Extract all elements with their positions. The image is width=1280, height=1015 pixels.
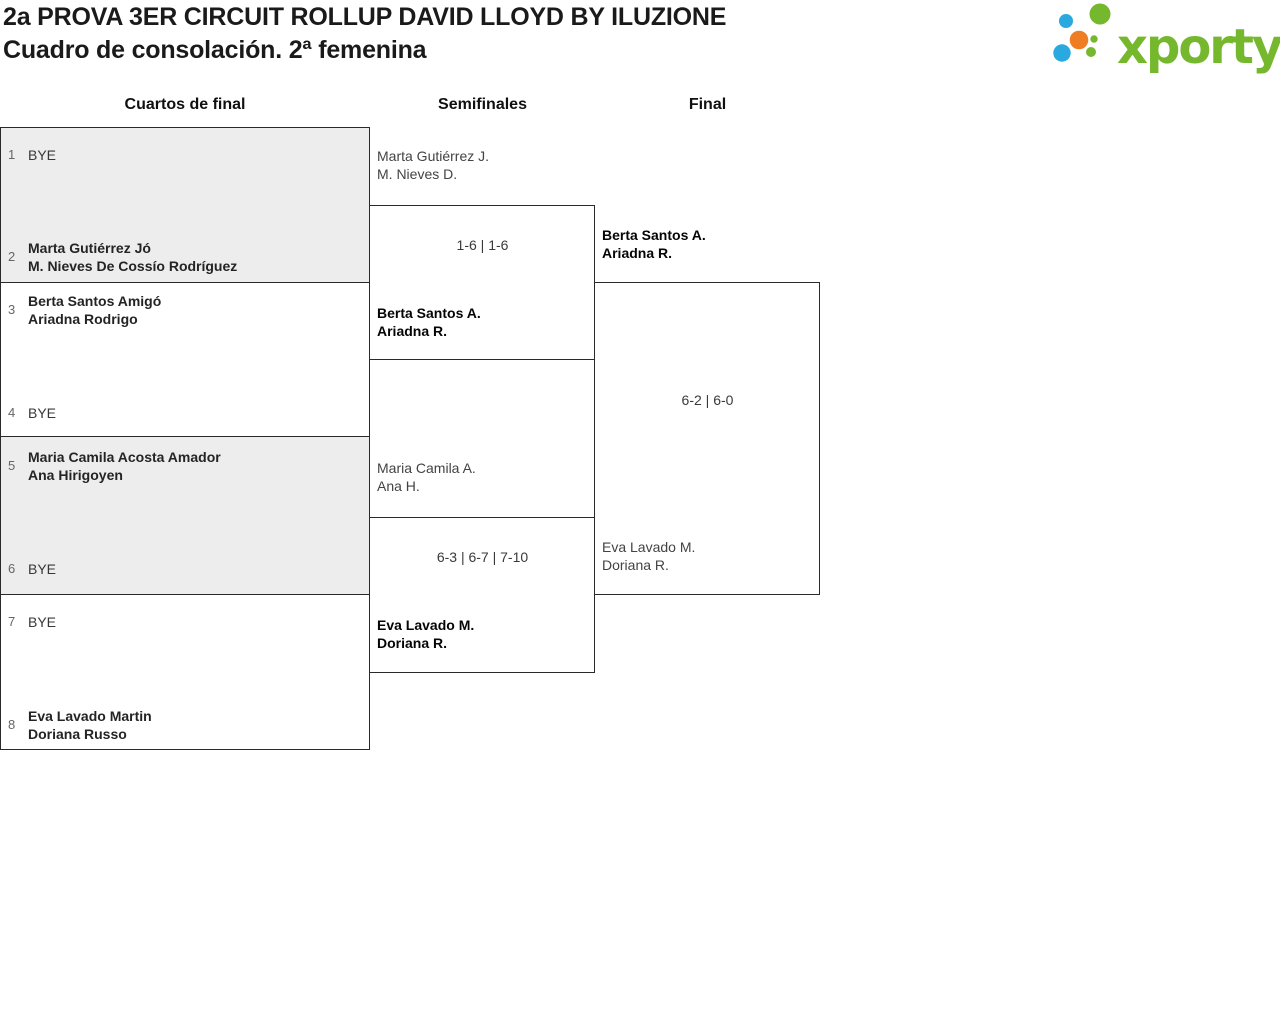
- final-score: 6-2 | 6-0: [681, 392, 734, 408]
- player-name: Berta Santos A.: [602, 227, 706, 243]
- seed-3: 3: [8, 302, 16, 317]
- player-name: Berta Santos A.: [377, 305, 481, 321]
- round-header-semifinals: Semifinales: [438, 96, 527, 113]
- sf2-team-top: Maria Camila A. Ana H.: [377, 459, 476, 495]
- sf2-score: 6-3 | 6-7 | 7-10: [436, 549, 529, 565]
- player-name: Eva Lavado M.: [602, 539, 696, 555]
- final-team-bottom: Eva Lavado M. Doriana R.: [602, 538, 695, 574]
- qf1-team-top: BYE: [28, 147, 57, 163]
- player-name: Maria Camila A.: [377, 460, 476, 476]
- match-box-qf1: [0, 127, 370, 283]
- logo-text: xporty: [1117, 19, 1280, 75]
- page-title: 2a PROVA 3ER CIRCUIT ROLLUP DAVID LLOYD …: [3, 1, 726, 67]
- match-box-sf2: [369, 517, 595, 673]
- sf2-team-bottom-winner: Eva Lavado M. Doriana R.: [377, 616, 474, 652]
- sf1-score: 1-6 | 1-6: [456, 237, 509, 253]
- player-name: Doriana R.: [377, 635, 448, 651]
- seed-5: 5: [8, 458, 16, 473]
- qf3-team-top: Maria Camila Acosta Amador Ana Hirigoyen: [28, 448, 221, 484]
- player-name: Ana H.: [377, 478, 420, 494]
- player-name: Eva Lavado M.: [377, 617, 475, 633]
- player-name: Marta Gutiérrez Jó: [28, 240, 151, 256]
- logo-dot-orange: [1069, 30, 1089, 50]
- player-name: Doriana Russo: [28, 726, 127, 742]
- player-name: Berta Santos Amigó: [28, 293, 162, 309]
- qf2-team-bottom: BYE: [28, 405, 57, 421]
- seed-7: 7: [8, 614, 16, 629]
- player-name: M. Nieves De Cossío Rodríguez: [28, 258, 238, 274]
- player-name: Marta Gutiérrez J.: [377, 148, 490, 164]
- qf4-team-bottom: Eva Lavado Martin Doriana Russo: [28, 707, 152, 743]
- sf1-team-bottom-winner: Berta Santos A. Ariadna R.: [377, 304, 481, 340]
- logo-dot-blue-big: [1053, 44, 1071, 62]
- player-name: Ariadna R.: [377, 323, 448, 339]
- qf1-team-bottom: Marta Gutiérrez Jó M. Nieves De Cossío R…: [28, 239, 237, 275]
- xporty-logo[interactable]: xporty: [1045, 0, 1280, 78]
- match-box-qf4: [0, 594, 370, 750]
- player-name: Ariadna R.: [602, 245, 673, 261]
- logo-dot-blue-small: [1059, 14, 1073, 28]
- player-name: Doriana R.: [602, 557, 669, 573]
- logo-dot-green-tiny: [1090, 35, 1098, 43]
- match-box-qf2: [0, 282, 370, 437]
- seed-2: 2: [8, 249, 16, 264]
- final-team-top-winner: Berta Santos A. Ariadna R.: [602, 226, 706, 262]
- qf2-team-top: Berta Santos Amigó Ariadna Rodrigo: [28, 292, 161, 328]
- logo-dot-green-big: [1089, 3, 1111, 25]
- draw-subtitle: Cuadro de consolación. 2ª femenina: [3, 36, 427, 64]
- sf1-team-top: Marta Gutiérrez J. M. Nieves D.: [377, 147, 489, 183]
- seed-1: 1: [8, 147, 16, 162]
- match-box-final: [594, 282, 820, 595]
- round-header-quarterfinals: Cuartos de final: [124, 96, 246, 113]
- logo-dot-green-small: [1086, 47, 1096, 57]
- round-header-final: Final: [688, 96, 727, 113]
- seed-8: 8: [8, 717, 16, 732]
- seed-4: 4: [8, 405, 16, 420]
- player-name: Ariadna Rodrigo: [28, 311, 138, 327]
- qf4-team-top: BYE: [28, 614, 57, 630]
- player-name: Ana Hirigoyen: [28, 467, 123, 483]
- player-name: Maria Camila Acosta Amador: [28, 449, 221, 465]
- player-name: M. Nieves D.: [377, 166, 458, 182]
- tournament-title: 2a PROVA 3ER CIRCUIT ROLLUP DAVID LLOYD …: [3, 3, 727, 31]
- qf3-team-bottom: BYE: [28, 561, 57, 577]
- player-name: Eva Lavado Martin: [28, 708, 152, 724]
- seed-6: 6: [8, 561, 16, 576]
